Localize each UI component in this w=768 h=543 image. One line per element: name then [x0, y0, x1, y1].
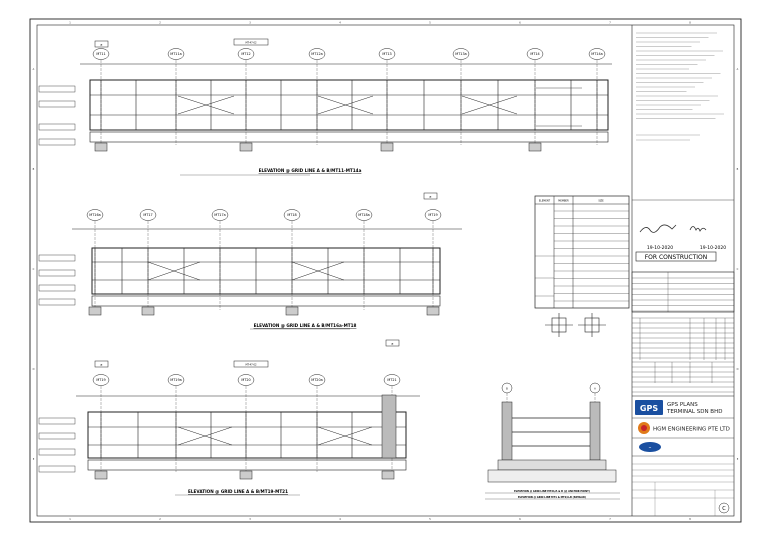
- border-col-number: 4: [339, 22, 341, 25]
- company1-name-2: TERMINAL SDN BHD: [666, 409, 722, 415]
- border-col-number: 6: [519, 22, 521, 25]
- border-col-number: 4: [339, 518, 341, 521]
- elev3-section-tag-e: E: [101, 363, 103, 367]
- grid-bubble-label: MT11a: [170, 52, 181, 56]
- border-row-letter: D: [737, 368, 739, 371]
- elev2-title: ELEVATION @ GRID LINE A & B/MT16a-MT18: [254, 323, 357, 328]
- border-row-letter: C: [737, 268, 739, 271]
- border-col-number: 5: [429, 22, 431, 25]
- elev1-title: ELEVATION @ GRID LINE A & B/MT11-MT14a: [259, 168, 362, 173]
- grid-bubble-label: MT20a: [311, 378, 322, 382]
- table-header-member: MEMBER: [558, 200, 569, 203]
- border-col-number: 5: [429, 518, 431, 521]
- grid-bubble-label: MT11: [96, 52, 105, 56]
- border-col-number: 2: [159, 22, 161, 25]
- sheet-inner-border: [36, 24, 735, 517]
- client-logo: [639, 442, 661, 452]
- elev2-grid-bubbles: MT16a MT17 MT17a MT18 MT18a MT19: [86, 209, 442, 310]
- border-row-letter: A: [737, 68, 739, 71]
- border-row-letter: A: [33, 68, 35, 71]
- grid-bubble-label: MT13a: [455, 52, 466, 56]
- border-col-number: 7: [609, 22, 611, 25]
- grid-bubble-label: MT18a: [358, 213, 369, 217]
- grid-bubble-label: MT20: [241, 378, 250, 382]
- section-title-1: ELEVATION @ GRID LINE MT21/A & B (@ ANCH…: [514, 490, 590, 493]
- border-col-number: 1: [69, 518, 71, 521]
- grid-bubble-label: MT19a: [170, 378, 181, 382]
- grid-bubble-label: MT14a: [591, 52, 602, 56]
- border-row-letter: B: [33, 168, 35, 171]
- elev2-section-tag-e: E: [430, 195, 432, 199]
- border-col-number: 3: [249, 518, 251, 521]
- grid-bubble-label: MT16a: [89, 213, 100, 217]
- border-col-number: 1: [69, 22, 71, 25]
- border-row-letter: E: [33, 458, 35, 461]
- title-block: 19-10-2020 19-10-2020 FOR CONSTRUCTION G…: [631, 25, 735, 516]
- elevation-2: E MT16a MT17 MT17a MT18 MT18a MT19 ELEVATION …: [38, 192, 462, 330]
- border-col-number: 2: [159, 518, 161, 521]
- elevation-3: E MT-47-02 E MT19 MT19a MT20 MT20a MT21 ELEV…: [38, 339, 420, 496]
- border-col-number: 7: [609, 518, 611, 521]
- elev1-section-tag-detail: MT-47-02: [245, 42, 257, 45]
- grid-bubble-label: MT12a: [311, 52, 322, 56]
- sign-date-2: 19-10-2020: [700, 245, 726, 251]
- border-row-letter: E: [737, 458, 739, 461]
- border-row-letter: D: [33, 368, 35, 371]
- border-col-number: 8: [689, 518, 691, 521]
- border-row-letter: C: [33, 268, 35, 271]
- section-view: B A ELEVATION @ GRID LINE MT21/A & B (@ …: [485, 382, 620, 500]
- grid-bubble-label: MT21: [387, 378, 396, 382]
- gps-logo-badge: [635, 400, 663, 415]
- sign-date-1: 19-10-2020: [647, 245, 673, 251]
- svg-text:~: ~: [649, 446, 652, 450]
- signature-2: [689, 226, 707, 232]
- grid-bubble-label: MT19: [96, 378, 105, 382]
- grid-bubble-label: MT12: [241, 52, 250, 56]
- section-title-2: ELEVATION @ GRID LINE MT1 & MT2/A-B (SIM…: [518, 496, 586, 499]
- company2-name: HGM ENGINEERING PTE LTD: [653, 427, 730, 433]
- company1-name-1: GPS PLANS: [667, 402, 698, 408]
- sheet-outer-border: [29, 18, 742, 523]
- elev3-title: ELEVATION @ GRID LINE A & B/MT19-MT21: [188, 489, 288, 494]
- elev3-section-tag-e2: E: [392, 342, 394, 346]
- table-header-size: SIZE: [598, 200, 604, 203]
- revision-badge: C: [722, 506, 726, 512]
- section-grid-a: A: [594, 388, 596, 391]
- elev3-section-tag-detail: MT-47-02: [245, 364, 257, 367]
- border-col-number: 3: [249, 22, 251, 25]
- table-header-element: ELEMENT: [539, 200, 551, 203]
- grid-bubble-label: MT18: [287, 213, 296, 217]
- grid-bubble-label: MT14: [530, 52, 539, 56]
- gps-logo-text: GPS: [640, 404, 658, 413]
- grid-bubble-label: MT13: [382, 52, 391, 56]
- signature-1: [639, 224, 677, 233]
- grid-bubble-label: MT17a: [214, 213, 225, 217]
- elev1-section-tag-e: E: [101, 43, 103, 47]
- elev1-grid-bubbles: MT11 MT11a MT12 MT12a MT13 MT13a MT14 MT14a: [92, 48, 606, 145]
- member-schedule-table: ELEMENT MEMBER SIZE: [534, 195, 630, 337]
- grid-bubble-label: MT19: [428, 213, 437, 217]
- construction-stamp: FOR CONSTRUCTION: [645, 254, 708, 261]
- section-grid-b: B: [506, 388, 508, 391]
- border-col-number: 8: [689, 22, 691, 25]
- border-col-number: 6: [519, 518, 521, 521]
- border-row-letter: B: [737, 168, 739, 171]
- grid-bubble-label: MT17: [143, 213, 152, 217]
